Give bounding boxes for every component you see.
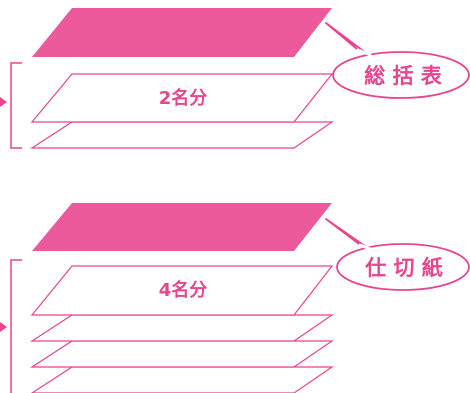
top-bubble-label: 総 括 表 (364, 64, 443, 88)
top-bubble-tail (325, 22, 371, 57)
top-arrow-icon (0, 97, 7, 107)
top-callout-bubble: 総 括 表 (325, 22, 470, 99)
top-sheet-back (29, 121, 334, 149)
top-group: 2名分 総 括 表 (0, 8, 470, 149)
bottom-sheet-4 (30, 366, 334, 393)
top-bracket (10, 62, 22, 149)
bottom-sheet-2 (29, 314, 334, 342)
top-bubble-shape (332, 51, 470, 99)
bottom-bubble-shape (336, 243, 470, 291)
bottom-arrow-icon (0, 322, 7, 332)
top-sheet-label: 2名分 (159, 87, 208, 109)
bottom-sheet-3 (29, 340, 334, 368)
bottom-group: 4名分 仕 切 紙 (0, 203, 470, 393)
bottom-bracket (10, 259, 22, 393)
bottom-bubble-tail (325, 218, 373, 252)
bottom-sheet-1 (30, 265, 334, 316)
bottom-divider-sheet (32, 203, 332, 251)
bottom-sheet-label: 4名分 (159, 279, 208, 301)
top-summary-sheet (32, 8, 332, 57)
bottom-callout-bubble: 仕 切 紙 (325, 218, 470, 291)
bottom-bubble-label: 仕 切 紙 (364, 256, 443, 280)
top-sheet-front (30, 73, 334, 123)
